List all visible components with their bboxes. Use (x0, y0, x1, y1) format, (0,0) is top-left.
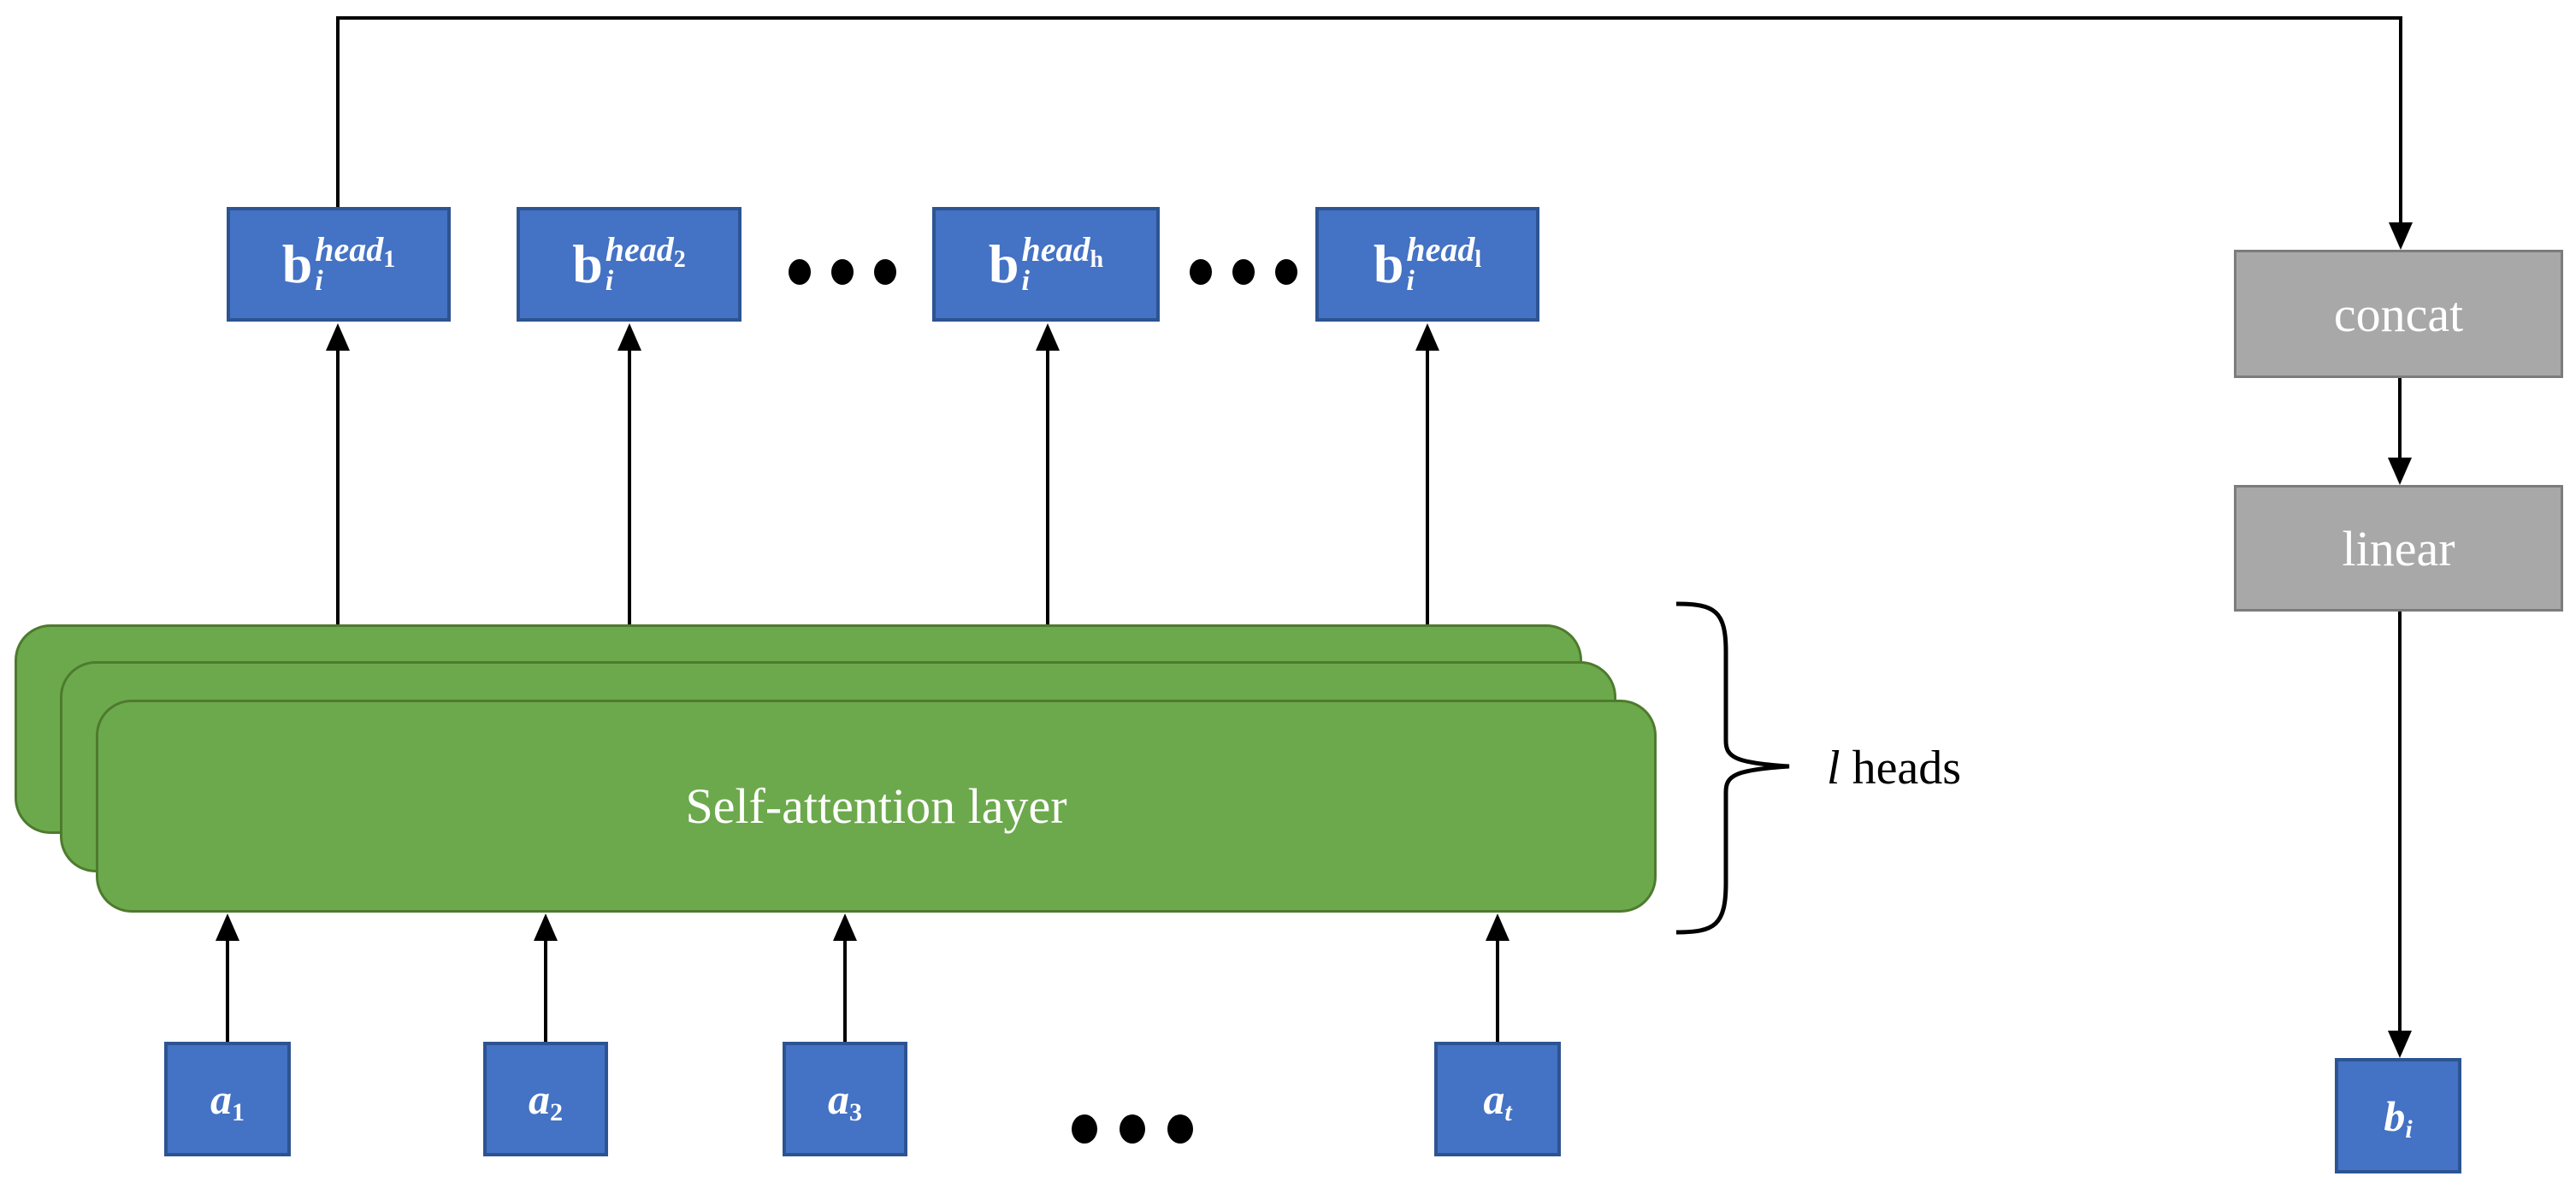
head-index: 1 (383, 246, 396, 273)
heads-count-word: heads (1840, 742, 1962, 795)
route-line-down-to-concat (2399, 16, 2402, 225)
superscript-head: head (1406, 230, 1475, 269)
head-output-label-2: b head2 i (572, 233, 686, 296)
superscript-head: head (1021, 230, 1090, 269)
head-output-label-l: b headl i (1374, 233, 1481, 296)
attention-layer-front (96, 700, 1657, 913)
head-output-box-1: b head1 i (227, 207, 451, 322)
line-headl (1426, 346, 1429, 636)
vector-a: a (210, 1075, 232, 1123)
subscript-i: i (1021, 265, 1030, 297)
vector-a: a (529, 1075, 550, 1123)
vector-b: b (572, 233, 603, 294)
head-output-box-h: b headh i (932, 207, 1160, 322)
vector-a: a (828, 1075, 849, 1123)
subscript: t (1504, 1098, 1512, 1126)
concat-label: concat (2333, 286, 2464, 342)
subscript: 3 (849, 1098, 862, 1126)
head-index: h (1090, 246, 1104, 273)
head-index: l (1474, 246, 1482, 273)
vector-b-out: b (2384, 1091, 2406, 1140)
linear-label: linear (2342, 520, 2455, 576)
route-line-up-from-head1 (336, 16, 340, 208)
line-input-3 (843, 936, 847, 1042)
vector-a: a (1483, 1075, 1505, 1123)
subscript: 2 (550, 1098, 563, 1126)
line-linear-output (2398, 612, 2402, 1032)
subscript-i: i (315, 265, 323, 297)
line-head1 (336, 346, 340, 703)
vector-b: b (1373, 233, 1404, 294)
line-input-1 (226, 936, 229, 1042)
subscript: i (2405, 1114, 2413, 1144)
brace-right (1675, 601, 1790, 935)
ellipsis-inputs (1072, 1114, 1193, 1144)
line-concat-linear (2398, 378, 2402, 458)
line-input-2 (544, 936, 547, 1042)
heads-count-symbol: l (1827, 742, 1840, 795)
arrowhead-into-output (2388, 1031, 2412, 1058)
head-output-box-l: b headl i (1315, 207, 1539, 322)
superscript-head: head (315, 230, 384, 269)
line-head2 (628, 346, 631, 663)
head-output-label-h: b headh i (989, 233, 1103, 296)
arrowhead-into-concat (2389, 222, 2413, 250)
vector-b: b (281, 233, 313, 294)
route-line-top (336, 16, 2402, 20)
line-input-t (1496, 936, 1499, 1042)
subscript: 1 (232, 1098, 245, 1126)
head-index: 2 (673, 246, 686, 273)
subscript-i: i (605, 265, 614, 297)
ellipsis-heads-1 (789, 259, 896, 285)
attention-layer-label: Self-attention layer (685, 778, 1067, 834)
ellipsis-heads-2 (1190, 259, 1297, 285)
line-headh (1046, 346, 1049, 636)
subscript-i: i (1406, 265, 1415, 297)
vector-b: b (988, 233, 1019, 294)
superscript-head: head (605, 230, 674, 269)
head-output-box-2: b head2 i (517, 207, 741, 322)
heads-count-label: l heads (1827, 741, 1961, 795)
concat-box: concat (2234, 250, 2563, 378)
arrowhead-into-linear (2388, 458, 2412, 485)
head-output-label-1: b head1 i (282, 233, 396, 296)
linear-box: linear (2234, 485, 2563, 612)
